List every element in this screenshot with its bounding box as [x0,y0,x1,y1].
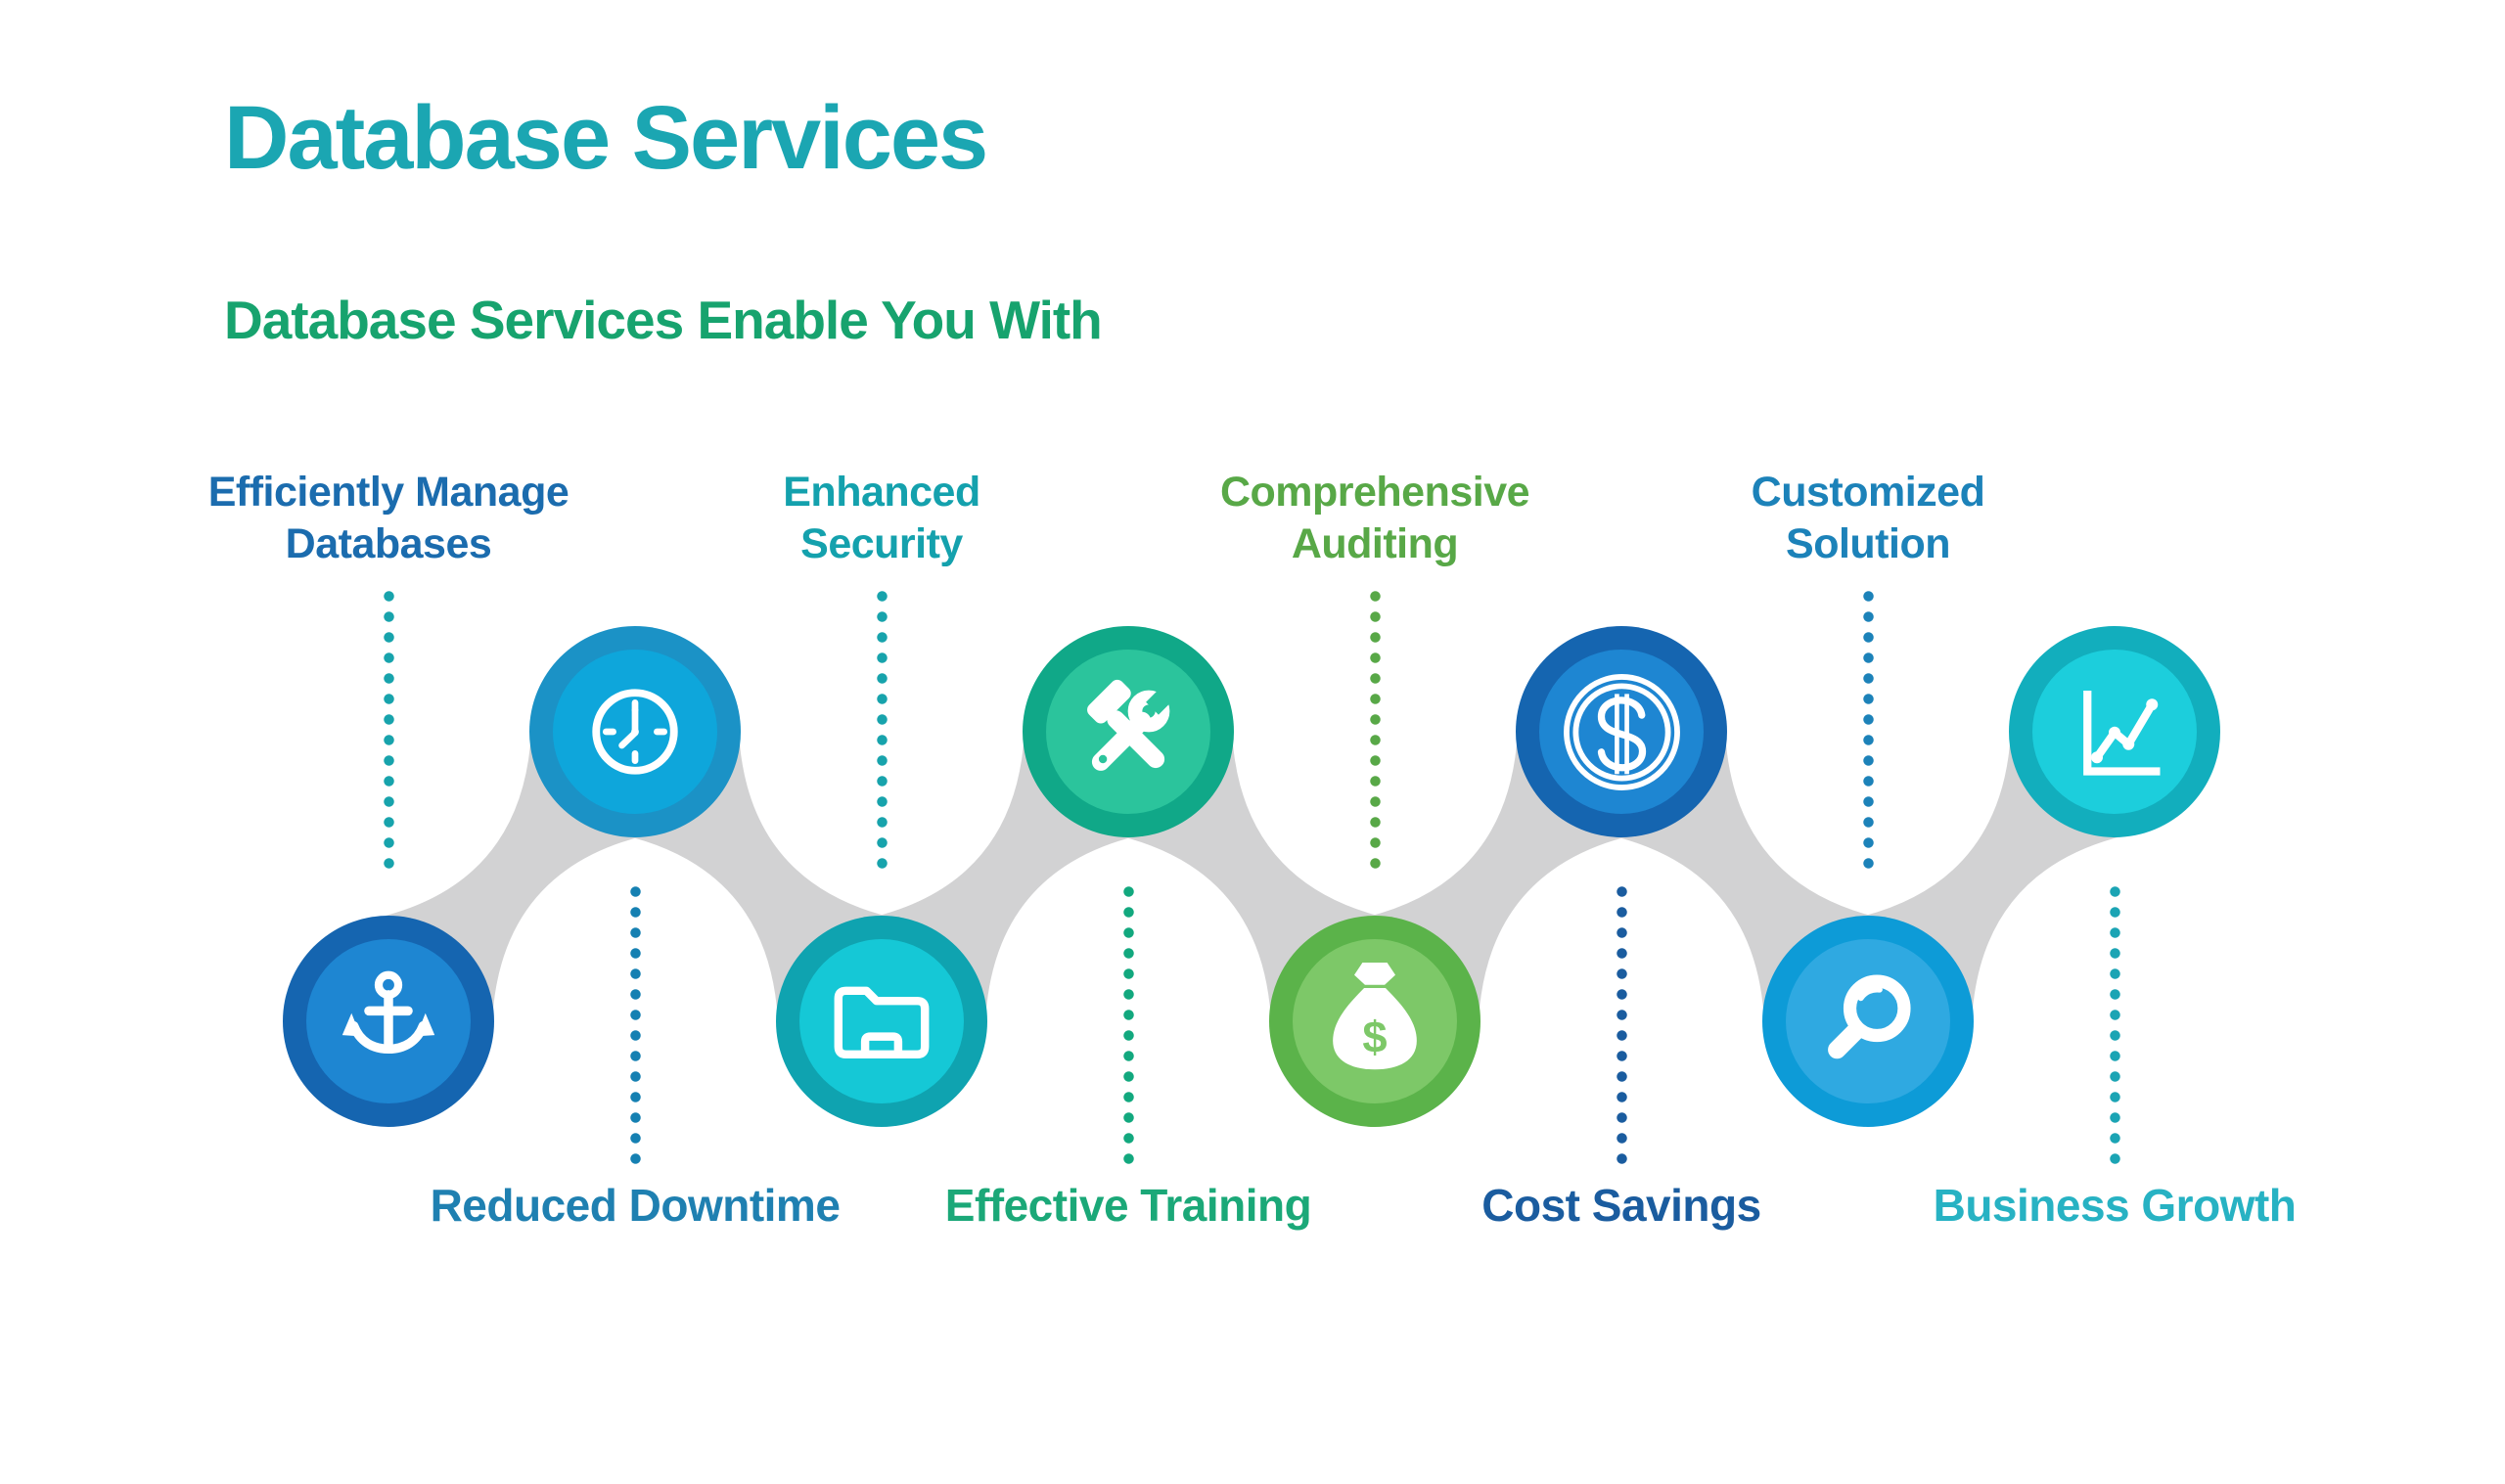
node-circle-inner: $ [1293,939,1457,1103]
folder-icon [834,986,930,1059]
node-circle [1762,916,1974,1127]
anchor-icon [342,970,435,1055]
page-title: Database Services [224,88,988,188]
node-circle-inner [1046,650,1210,814]
node-circle-inner [1539,650,1704,814]
node-circle [1023,626,1234,837]
node-circle-inner [306,939,471,1103]
node-circle [529,626,741,837]
dotted-connector-line [1369,586,1381,874]
node-circle-inner [799,939,964,1103]
dotted-connector-line [2109,881,2120,1169]
node-label: Effective Training [944,1180,1312,1231]
node-circle [1516,626,1727,837]
node-label: Customized Solution [1751,469,1985,567]
node-label: Reduced Downtime [430,1180,841,1231]
node-circle [2009,626,2220,837]
node-circle: $ [1269,916,1480,1127]
dotted-connector-line [1862,586,1874,874]
node-label: Business Growth [1933,1180,2297,1231]
node-circle-inner [2032,650,2197,814]
clock-icon [592,689,678,775]
money-bag-icon: $ [1333,962,1417,1069]
node-circle [283,916,494,1127]
node-circle [776,916,987,1127]
dotted-connector-line [876,586,888,874]
page-subtitle: Database Services Enable You With [224,290,1103,350]
dotted-connector-line [1616,881,1627,1169]
node-label: Comprehensive Auditing [1219,469,1530,567]
dotted-connector-line [629,881,641,1169]
hammer-wrench-icon [1087,678,1182,771]
dotted-connector-line [383,586,394,874]
dotted-connector-line [1122,881,1134,1169]
dollar-coin-icon [1563,673,1680,790]
node-circle-inner [1786,939,1950,1103]
node-label: Efficiently Manage Databases [207,469,569,567]
node-label: Cost Savings [1481,1180,1761,1231]
node-label: Enhanced Security [783,469,980,567]
line-chart-icon [2083,691,2161,776]
magnifier-icon [1828,974,1911,1059]
node-circle-inner [553,650,717,814]
svg-text:$: $ [1362,1012,1387,1061]
